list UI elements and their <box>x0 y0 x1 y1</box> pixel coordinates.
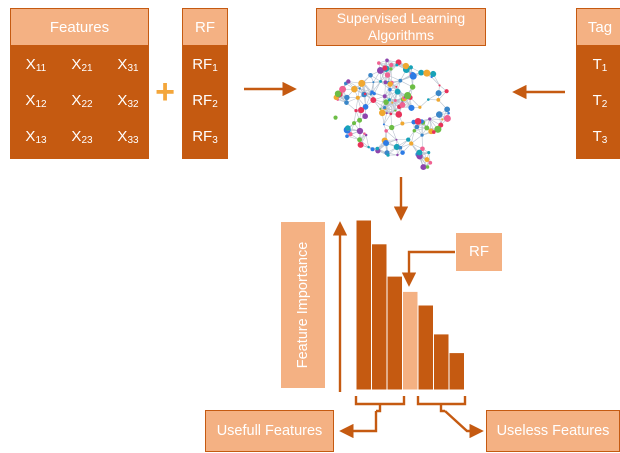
cell-base: X <box>117 56 128 73</box>
cell-base: RF <box>192 128 213 145</box>
importance-bar <box>417 304 434 391</box>
importance-bar <box>386 275 403 391</box>
features-header: Features <box>49 18 110 36</box>
arrow-rf-marker-to-bar <box>401 250 455 287</box>
cell-base: T <box>592 56 602 73</box>
plus-icon: + <box>155 72 175 111</box>
importance-bar <box>433 333 450 391</box>
cell-subscript: 31 <box>127 63 139 74</box>
tag-header: Tag <box>587 18 613 36</box>
cell-base: RF <box>192 56 213 73</box>
useful-features-box: Usefull Features <box>205 410 334 452</box>
cell-base: T <box>592 128 602 145</box>
importance-bar <box>371 243 388 391</box>
tag-header-box: Tag <box>576 8 620 46</box>
cell-subscript: 2 <box>212 99 218 110</box>
features-header-box: Features <box>10 8 149 46</box>
rf-marker-box: RF <box>456 233 502 271</box>
rf-header-box: RF <box>182 8 228 46</box>
cell-subscript: 3 <box>212 135 218 146</box>
useless-bracket <box>416 396 467 413</box>
cell-subscript: 1 <box>601 63 608 74</box>
brain-network-icon <box>333 58 451 171</box>
feature-importance-axis-label: Feature Importance <box>281 222 325 388</box>
cell-base: X <box>71 128 82 145</box>
algorithms-box: Supervised Learning Algorithms <box>316 8 486 46</box>
importance-bar <box>355 219 372 391</box>
cell-base: X <box>71 56 82 73</box>
cell-base: X <box>25 56 36 73</box>
cell-base: X <box>117 128 128 145</box>
cell-subscript: 11 <box>35 63 47 74</box>
useful-bracket <box>354 396 406 413</box>
cell-subscript: 32 <box>127 99 139 110</box>
importance-bar <box>402 290 419 391</box>
cell-subscript: 13 <box>35 135 47 146</box>
rf-header: RF <box>195 18 215 36</box>
cell-base: X <box>71 92 82 109</box>
cell-subscript: 12 <box>35 99 47 110</box>
cell-subscript: 22 <box>81 99 93 110</box>
cell-subscript: 33 <box>127 135 139 146</box>
cell-subscript: 2 <box>601 99 608 110</box>
cell-base: X <box>117 92 128 109</box>
arrow-to-useless <box>444 410 484 439</box>
cell-base: RF <box>192 92 213 109</box>
cell-subscript: 23 <box>81 135 93 146</box>
cell-base: X <box>25 92 36 109</box>
cell-subscript: 21 <box>81 63 93 74</box>
cell-subscript: 1 <box>212 63 218 74</box>
arrow-to-useful <box>339 411 378 439</box>
cell-subscript: 3 <box>601 135 608 146</box>
cell-base: X <box>25 128 36 145</box>
cell-base: T <box>592 92 602 109</box>
importance-bar <box>448 352 465 391</box>
useless-features-box: Useless Features <box>486 410 620 452</box>
